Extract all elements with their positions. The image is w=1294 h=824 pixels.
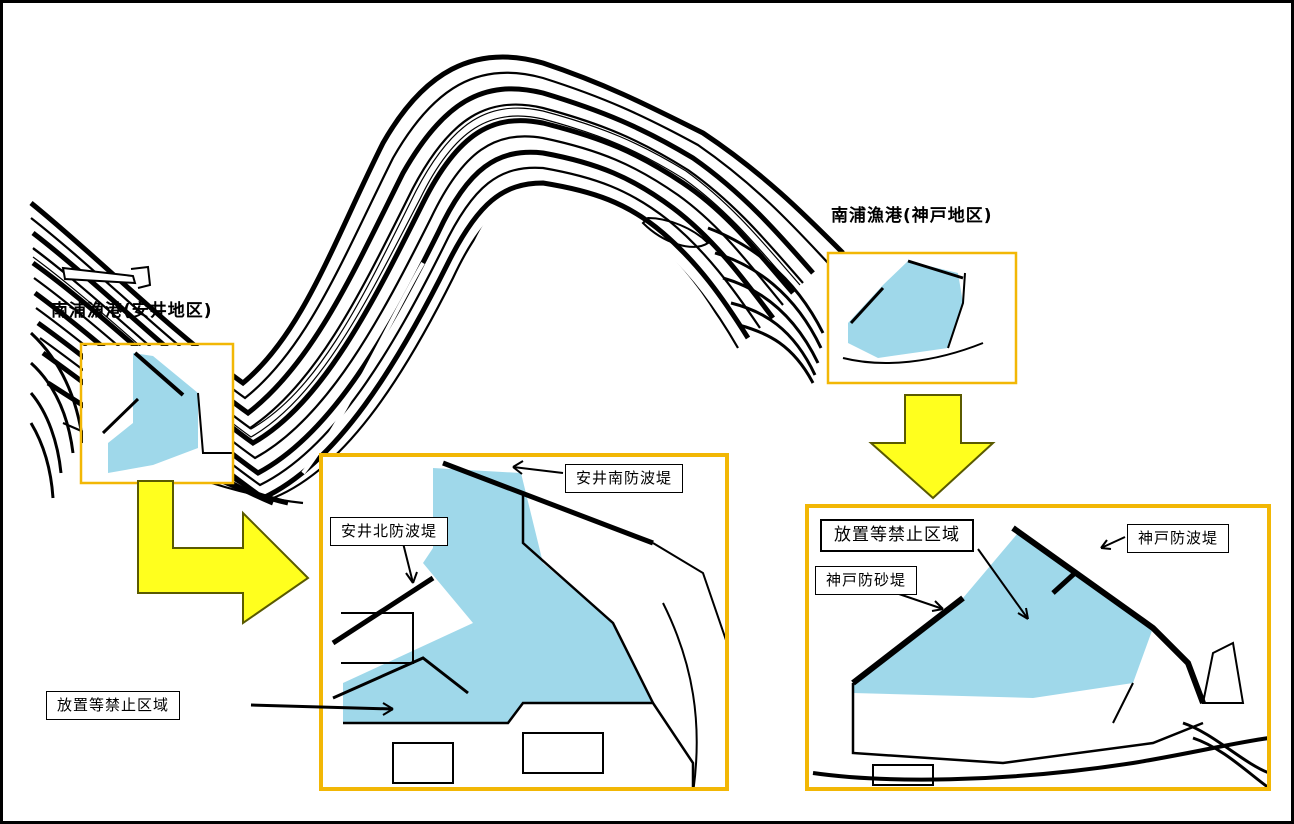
ai-north-breakwater-label: 安井北防波堤 bbox=[330, 517, 449, 546]
kobe-breakwater-label: 神戸防波堤 bbox=[1127, 524, 1230, 553]
big-yellow-down-arrow-icon bbox=[868, 394, 996, 500]
kobe-area-title: 南浦漁港(神戸地区) bbox=[831, 206, 993, 226]
ai-area-title: 南浦漁港(安井地区) bbox=[51, 301, 213, 321]
ai-prohibited-zone-label: 放置等禁止区域 bbox=[46, 691, 181, 720]
ai-overview bbox=[79, 342, 235, 485]
kobe-sand-barrier-label: 神戸防砂堤 bbox=[815, 566, 918, 595]
ai-detail-frame bbox=[319, 453, 729, 791]
small-islet bbox=[61, 266, 137, 285]
inner-bay bbox=[465, 193, 733, 453]
kobe-detail-frame bbox=[805, 504, 1271, 791]
kobe-overview-frame bbox=[826, 251, 1018, 385]
kobe-contours bbox=[641, 216, 825, 384]
ai-detail bbox=[319, 453, 729, 791]
ai-south-breakwater-label: 安井南防波堤 bbox=[565, 464, 684, 493]
kobe-detail bbox=[805, 504, 1271, 791]
big-yellow-bent-arrow-icon bbox=[137, 480, 310, 625]
kobe-overview bbox=[826, 251, 1018, 385]
map-drawing bbox=[29, 54, 1271, 791]
kobe-prohibited-zone-label: 放置等禁止区域 bbox=[820, 519, 974, 552]
ai-coast bbox=[29, 331, 85, 499]
